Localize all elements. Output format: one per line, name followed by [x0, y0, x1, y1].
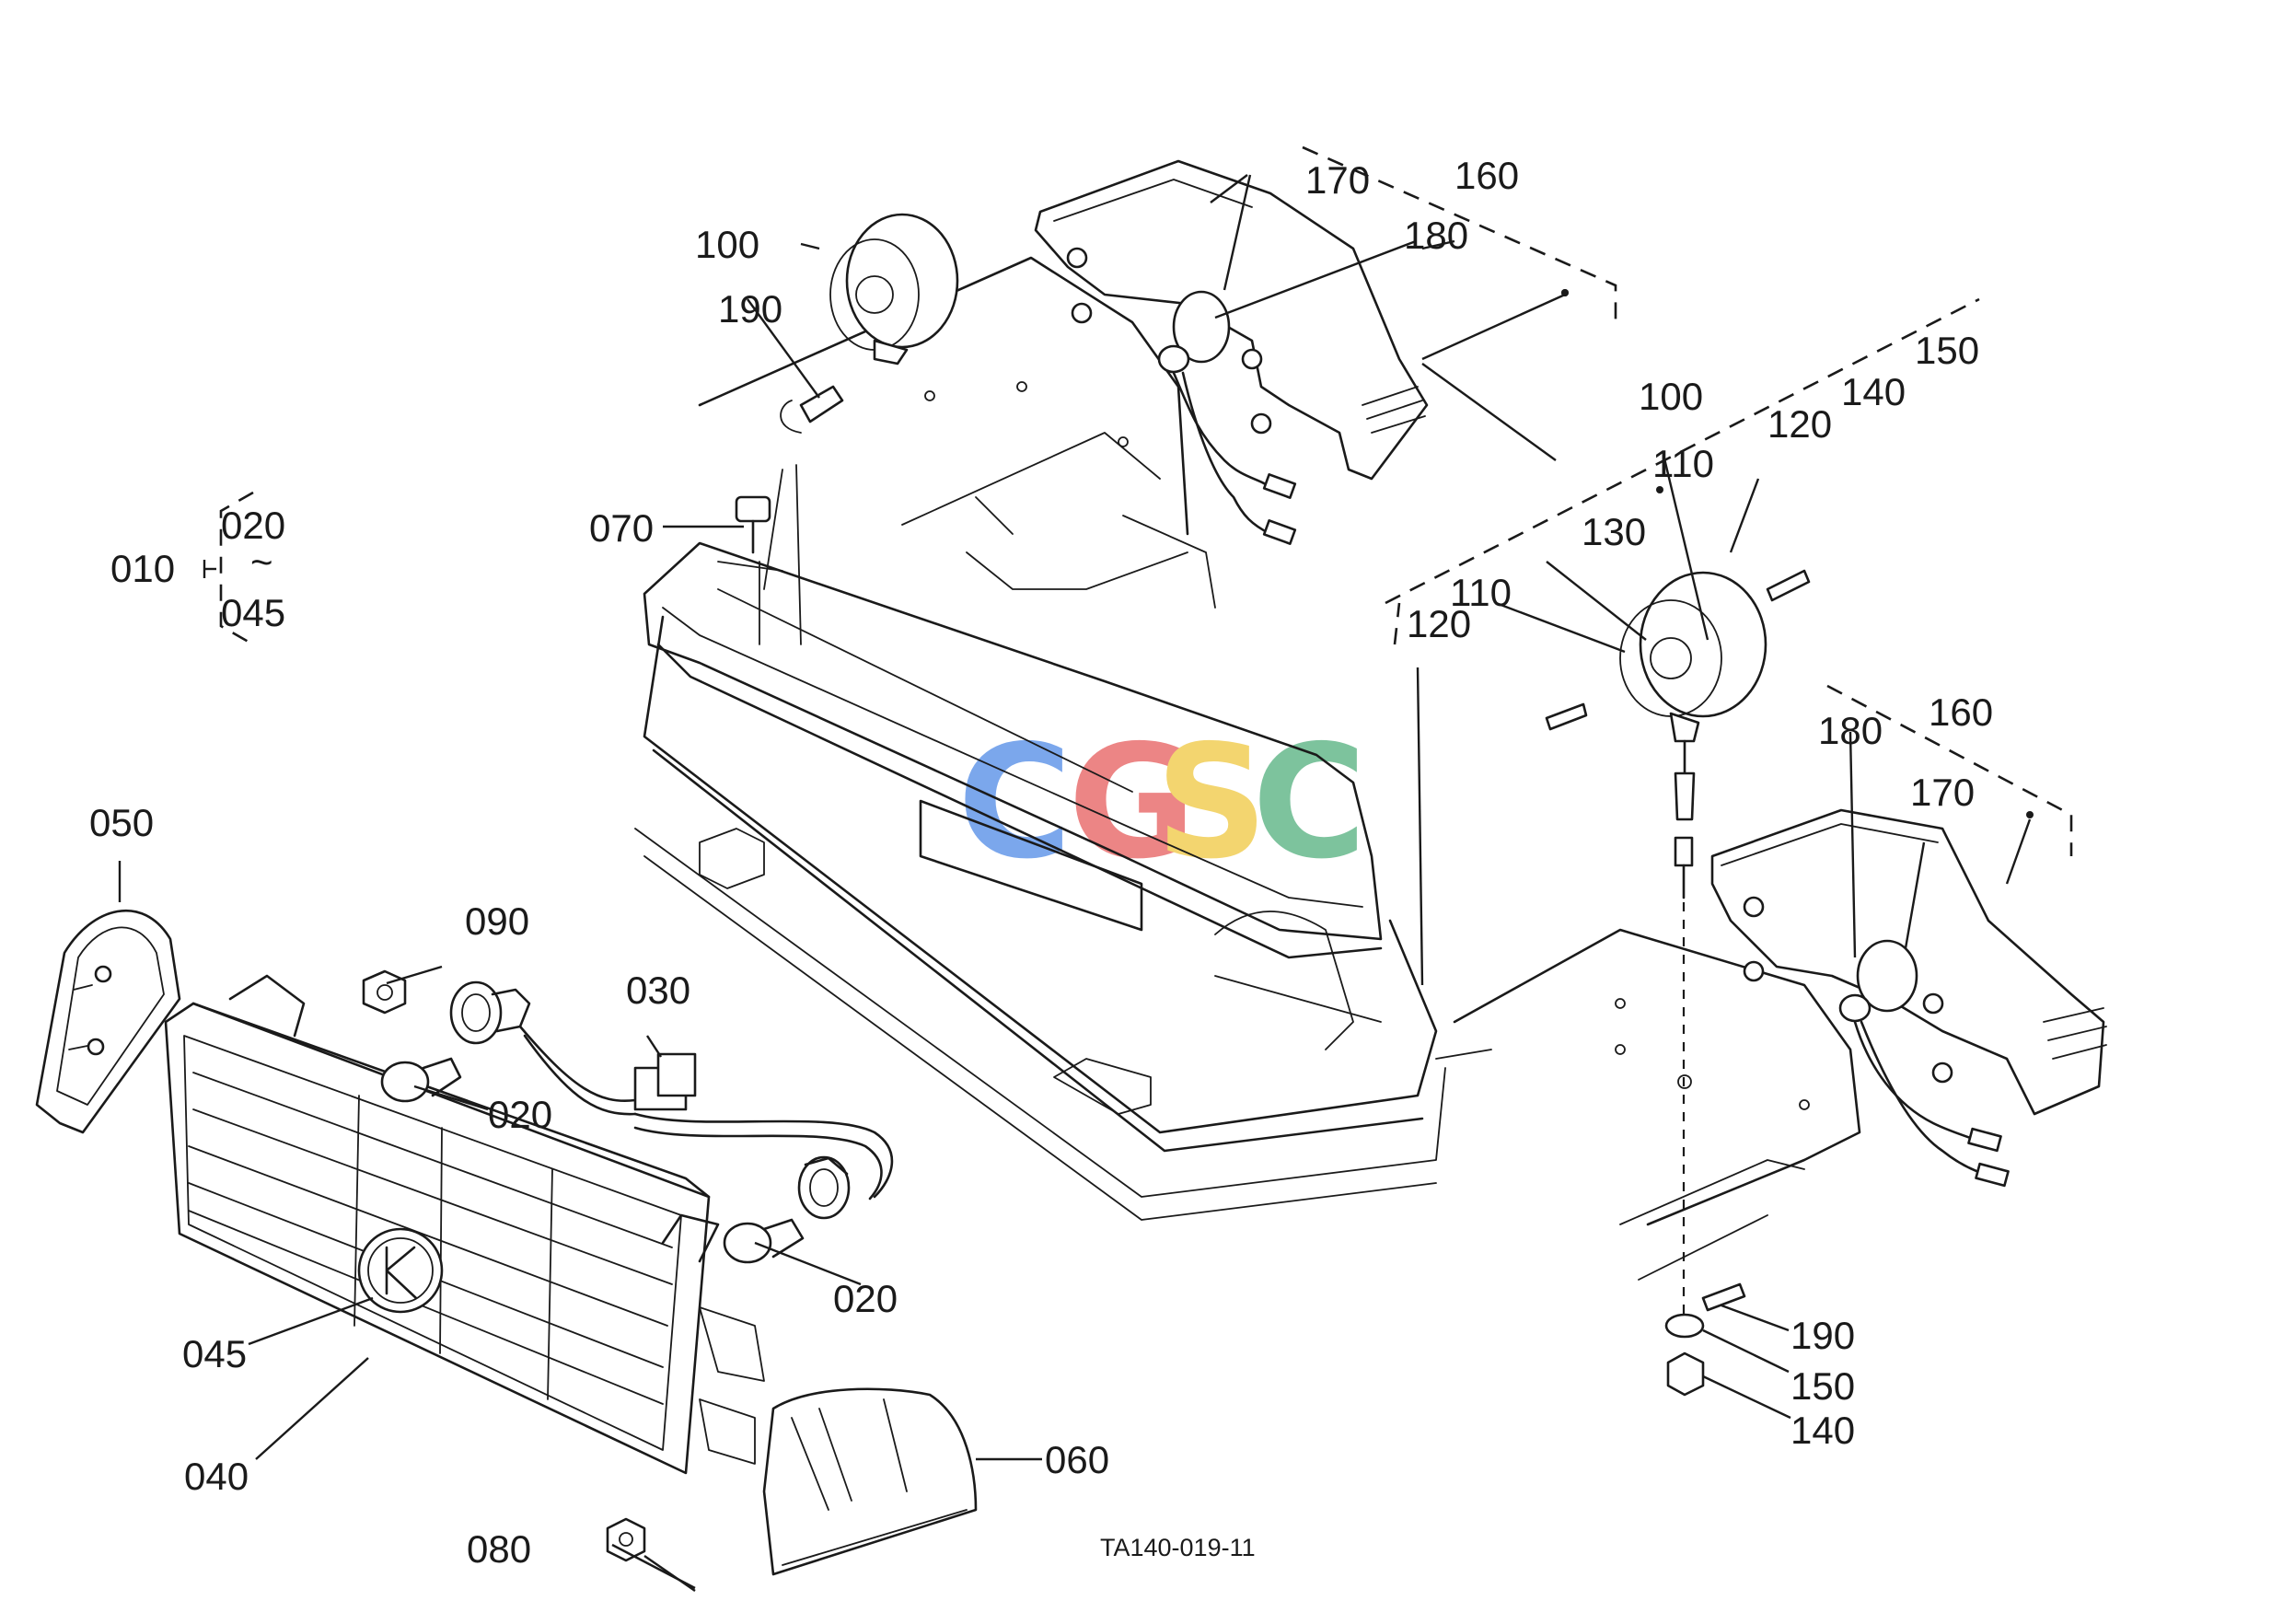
clip-nut-090	[362, 969, 407, 1015]
label-045-range: 045	[221, 591, 285, 634]
right-fender	[1435, 928, 1861, 1281]
label-120-lower: 120	[1407, 602, 1471, 645]
label-160-top: 160	[1454, 154, 1519, 197]
label-070: 070	[589, 506, 654, 550]
group-brackets	[203, 145, 2073, 856]
turn-signal-lens	[762, 1387, 978, 1576]
label-110-lower: 110	[1450, 571, 1512, 614]
bulb-socket-left	[380, 980, 531, 1103]
label-140-bottom: 140	[1790, 1409, 1855, 1452]
lamp-bulb-top	[1157, 290, 1297, 545]
screw-120-lower	[1545, 702, 1588, 731]
label-130: 130	[1582, 510, 1646, 553]
nut-140	[1666, 1351, 1705, 1397]
label-180-top: 180	[1404, 214, 1468, 257]
bulb-socket-right	[723, 1155, 851, 1264]
label-020-left: 020	[488, 1093, 552, 1136]
label-190-top: 190	[718, 287, 782, 331]
label-190-right: 190	[1790, 1314, 1855, 1357]
label-060: 060	[1045, 1438, 1109, 1481]
clip-nut-080	[606, 1517, 646, 1562]
label-030: 030	[626, 969, 690, 1012]
wiring-harness-030	[518, 1025, 894, 1201]
screw-120-upper	[1766, 569, 1811, 602]
label-170-right: 170	[1910, 771, 1975, 814]
label-150-bottom: 150	[1790, 1364, 1855, 1408]
label-140-top: 140	[1841, 370, 1906, 413]
bonnet-front-assembly	[634, 464, 1446, 1221]
watermark-letter-c2: C	[1252, 712, 1367, 894]
leader-lines	[118, 174, 2034, 1592]
watermark-logo: C G S C	[957, 712, 1367, 894]
label-020-right: 020	[833, 1277, 898, 1320]
label-040: 040	[184, 1455, 249, 1498]
label-110-upper: 110	[1652, 442, 1714, 485]
label-160-right: 160	[1929, 690, 1993, 734]
label-170-top: 170	[1305, 158, 1370, 202]
label-045: 045	[182, 1332, 247, 1375]
screw-070	[735, 495, 771, 645]
label-020-range: 020	[221, 504, 285, 547]
label-150-top: 150	[1915, 329, 1979, 372]
watermark-letter-c1: C	[957, 712, 1072, 894]
label-010: 010	[110, 547, 175, 590]
part-labels: 010 020 ~ 045 100 190 170 160 180 070 09…	[89, 154, 1993, 1571]
label-120-upper: 120	[1767, 402, 1832, 446]
washer-150	[1664, 1313, 1705, 1339]
kubota-emblem	[357, 1227, 444, 1314]
front-grille	[164, 974, 765, 1475]
label-100-right: 100	[1639, 375, 1703, 418]
label-050: 050	[89, 801, 154, 844]
mounting-hardware-right	[1664, 902, 1746, 1397]
work-light-housing-top	[1034, 159, 1429, 481]
drawing-code: TA140-019-11	[1100, 1534, 1256, 1561]
label-180-right: 180	[1818, 709, 1883, 752]
work-light-top	[829, 213, 959, 365]
label-080: 080	[467, 1527, 531, 1571]
label-100-top: 100	[695, 223, 759, 266]
screw-190-top	[780, 385, 844, 434]
lamp-bulb-right	[1838, 939, 2010, 1188]
work-light-right	[1619, 571, 1767, 899]
side-marker-lens	[35, 909, 181, 1134]
label-range-separator: ~	[250, 540, 273, 584]
label-090: 090	[465, 899, 529, 943]
